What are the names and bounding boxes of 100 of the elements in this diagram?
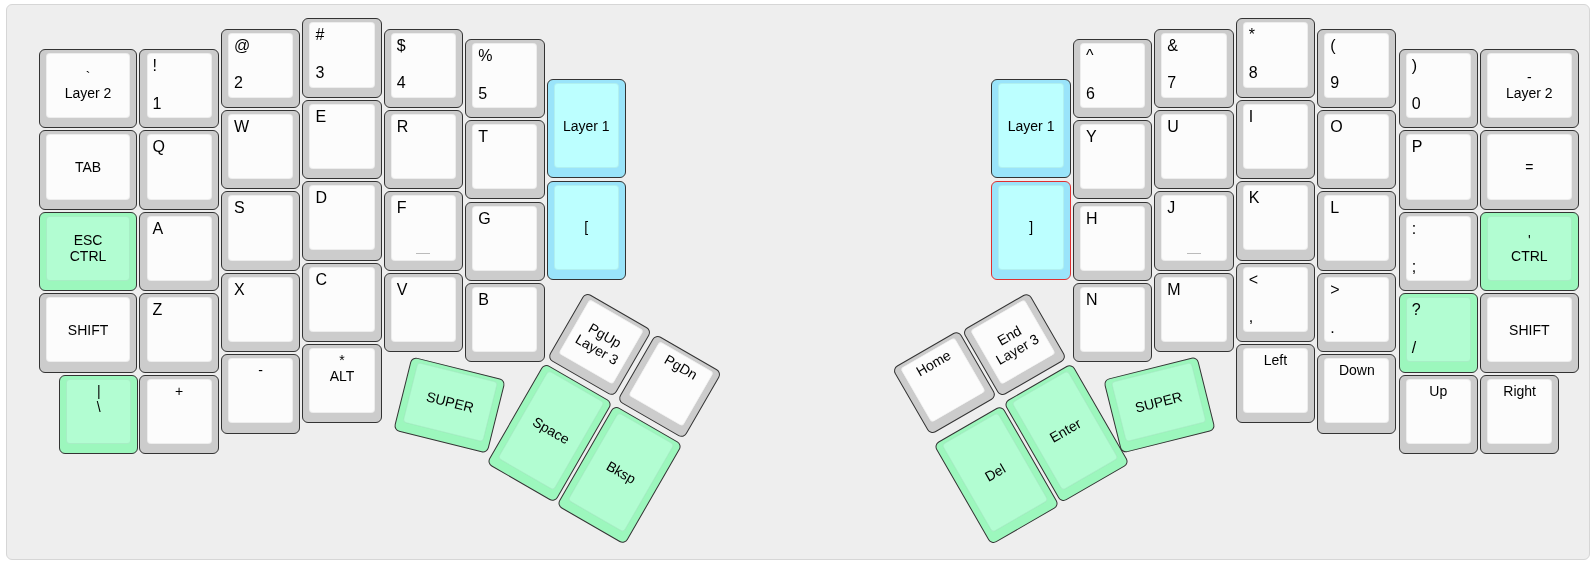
- key-legend: 1: [152, 94, 162, 114]
- key-legend: ): [1411, 56, 1417, 76]
- key-legend: $: [396, 36, 406, 55]
- keycap: [220, 109, 301, 190]
- key-legend: ?: [1411, 301, 1421, 320]
- keycap: [465, 38, 545, 119]
- key-legend: M: [1167, 280, 1181, 300]
- key-legend: ALT: [329, 368, 355, 385]
- keycap: [1398, 374, 1478, 454]
- key-legend: J: [1167, 199, 1176, 218]
- keycap: [139, 293, 219, 373]
- key-legend: /: [1411, 339, 1417, 358]
- keycap: [38, 293, 138, 373]
- keycap: [220, 354, 301, 434]
- key-legend: Left: [1263, 352, 1288, 369]
- key-legend: ]: [1029, 219, 1034, 236]
- key-legend: F: [396, 199, 407, 218]
- key-legend: Bksp: [603, 457, 639, 488]
- key-legend: 4: [396, 74, 406, 93]
- key-legend: Layer 2: [1505, 85, 1553, 102]
- keycap: [546, 181, 626, 280]
- keycap: [1154, 109, 1234, 190]
- key-legend: Z: [152, 301, 163, 320]
- key-legend: I: [1248, 107, 1254, 127]
- key-legend: SUPER: [424, 388, 475, 416]
- key-legend: 0: [1411, 94, 1421, 114]
- key-legend: [: [584, 219, 589, 236]
- key-legend: \: [96, 398, 101, 415]
- key-legend: -: [1526, 69, 1532, 86]
- key-legend: -: [258, 362, 263, 379]
- keycap: [1479, 211, 1579, 292]
- key-legend: CTRL: [1511, 248, 1548, 265]
- key-legend: A: [152, 219, 164, 239]
- keycap: [220, 191, 301, 271]
- key-legend: ': [1527, 232, 1531, 249]
- keycap: [1235, 18, 1316, 98]
- key-legend: &: [1167, 36, 1178, 55]
- key-legend: 7: [1167, 74, 1177, 93]
- keycap: [1235, 181, 1316, 261]
- keycap: [220, 272, 301, 353]
- keycap: [1479, 48, 1579, 129]
- key-legend: :: [1411, 219, 1417, 239]
- key-legend: V: [396, 280, 408, 300]
- key-legend: E: [315, 107, 327, 127]
- key-legend: X: [233, 280, 245, 300]
- keycap: [1479, 293, 1579, 373]
- keycap: [302, 262, 382, 342]
- key-legend: ^: [1085, 46, 1094, 66]
- key-legend: Home: [913, 346, 954, 380]
- key-legend: H: [1085, 209, 1098, 228]
- keycap: [1235, 344, 1316, 424]
- key-legend: Q: [152, 138, 165, 157]
- key-legend: %: [478, 46, 493, 66]
- keycap: [1235, 262, 1316, 342]
- key-legend: 5: [478, 84, 488, 103]
- key-legend: ESC: [73, 232, 103, 249]
- keycap: [1398, 130, 1478, 210]
- keycap: [1154, 28, 1234, 108]
- key-legend: L: [1330, 199, 1340, 218]
- keycap: [1072, 120, 1153, 200]
- keycap: [1317, 28, 1397, 108]
- keycap: [139, 374, 219, 454]
- key-legend: *: [339, 352, 345, 369]
- keycap: [546, 79, 626, 179]
- keycap: [1317, 191, 1397, 271]
- keycap: [38, 130, 138, 210]
- key-legend: +: [175, 382, 184, 399]
- key-legend: Layer 1: [1007, 117, 1055, 134]
- key-legend: SUPER: [1133, 388, 1184, 416]
- keycap: [38, 211, 138, 292]
- key-legend: |: [96, 382, 101, 399]
- key-legend: !: [152, 56, 157, 76]
- key-legend: @: [233, 36, 251, 55]
- key-legend: T: [478, 128, 489, 147]
- key-legend: `: [85, 69, 91, 86]
- keycap: [139, 48, 219, 129]
- key-legend: Layer 2: [64, 85, 112, 102]
- keycap: [465, 201, 545, 281]
- key-legend: G: [478, 209, 491, 228]
- key-legend: C: [315, 270, 327, 290]
- key-legend: TAB: [74, 158, 102, 175]
- key-legend: Layer 1: [562, 117, 610, 134]
- keycap: [1398, 293, 1478, 373]
- key-legend: S: [233, 199, 245, 218]
- keycap: [1072, 201, 1153, 281]
- keycap: [383, 28, 464, 108]
- keycap: [465, 120, 545, 200]
- key-legend: N: [1085, 291, 1098, 310]
- key-legend: .: [1330, 318, 1335, 337]
- key-legend: D: [315, 189, 327, 208]
- key-legend: U: [1167, 117, 1179, 137]
- key-legend: Right: [1503, 382, 1536, 399]
- key-legend: ,: [1248, 308, 1254, 327]
- keycap: [383, 109, 464, 190]
- key-legend: W: [233, 117, 250, 137]
- keycap: [1154, 191, 1234, 271]
- key-legend: *: [1248, 26, 1255, 45]
- key-legend: Down: [1338, 362, 1375, 379]
- keycap: [991, 79, 1071, 179]
- keycap: [1317, 109, 1397, 190]
